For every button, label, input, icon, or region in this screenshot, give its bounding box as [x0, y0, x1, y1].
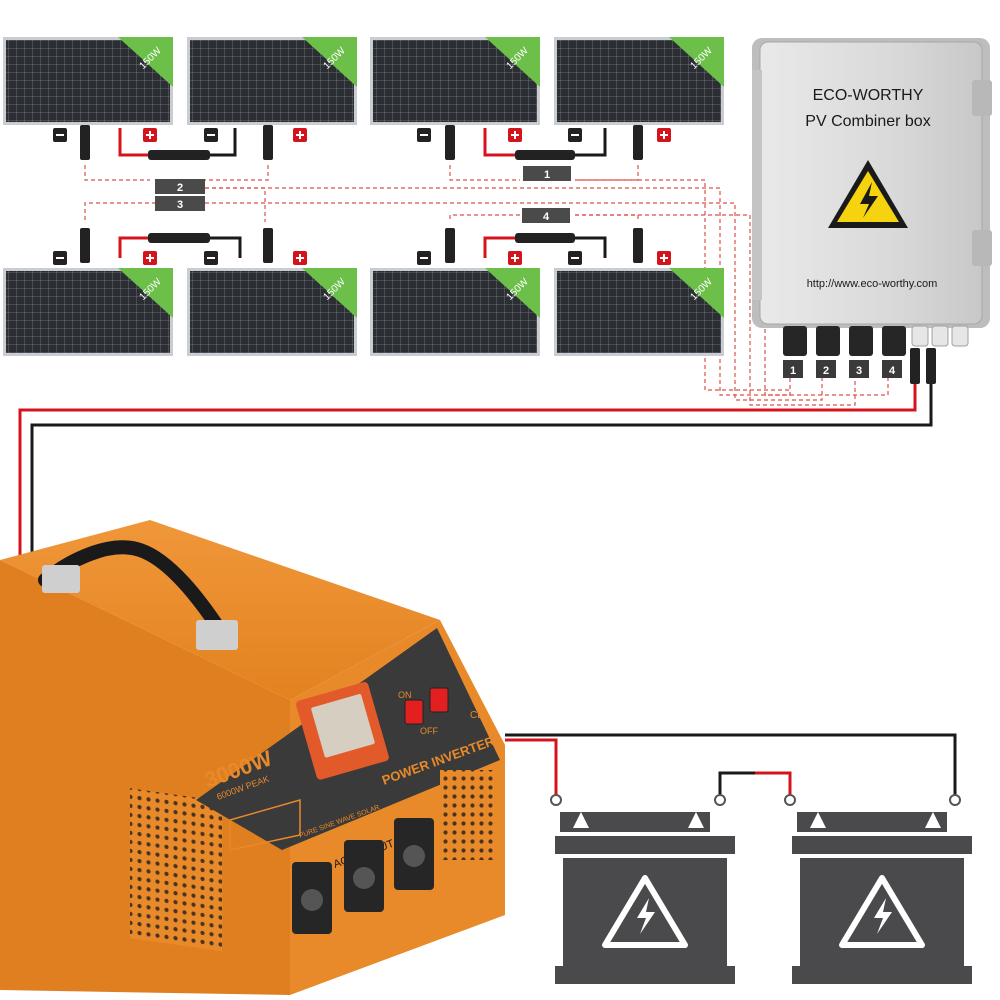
string-tag-3: 3: [155, 196, 205, 211]
mc4-connector: [515, 233, 575, 243]
negative-terminal-badge: [204, 251, 218, 265]
solar-panel: 150W: [554, 268, 724, 356]
handle-mount: [196, 620, 238, 650]
input-number: 4: [889, 365, 896, 377]
positive-terminal-badge: [143, 251, 157, 265]
combiner-input-port[interactable]: 1: [783, 326, 807, 378]
high-voltage-warning-icon: [828, 160, 908, 228]
negative-terminal-badge: [417, 251, 431, 265]
string-tag-2: 2: [155, 179, 205, 194]
mc4-connector: [515, 150, 575, 160]
svg-text:3: 3: [177, 199, 183, 211]
power-switch[interactable]: [429, 687, 449, 713]
inverter-top: [0, 520, 440, 700]
combiner-input-port[interactable]: 2: [816, 326, 840, 378]
positive-terminal-badge: [143, 128, 157, 142]
svg-text:4: 4: [543, 211, 550, 223]
mc4-connector: [148, 150, 210, 160]
ac-outlet[interactable]: [344, 840, 384, 912]
battery-cables: [505, 733, 961, 806]
combiner-brand: ECO-WORTHY: [813, 87, 924, 104]
positive-terminal-badge: [293, 128, 307, 142]
input-number: 1: [790, 365, 796, 377]
polarity-badges: [53, 128, 671, 265]
mc4-connector: [148, 233, 210, 243]
solar-panel: 150W: [370, 268, 540, 356]
negative-terminal-badge: [204, 128, 218, 142]
negative-terminal-badge: [53, 251, 67, 265]
negative-terminal-badge: [53, 128, 67, 142]
ce-mark: CE: [470, 710, 484, 721]
handle-mount: [42, 565, 80, 593]
combiner-url: http://www.eco-worthy.com: [807, 278, 938, 290]
cable-gland: [931, 325, 949, 347]
positive-terminal-badge: [657, 128, 671, 142]
series-links: [80, 125, 643, 263]
input-number: 2: [823, 365, 829, 377]
combiner-input-port[interactable]: 4: [882, 326, 906, 378]
switch-off-label: OFF: [420, 726, 438, 736]
box-hinge: [972, 80, 992, 116]
positive-terminal-badge: [508, 128, 522, 142]
combiner-name: PV Combiner box: [805, 113, 930, 130]
negative-terminal-badge: [417, 128, 431, 142]
switch-on-label: ON: [398, 690, 412, 700]
string-tag-4: 4: [522, 208, 570, 223]
electric-hazard-icon: [839, 875, 925, 948]
svg-text:1: 1: [544, 169, 550, 181]
front-vents: [440, 770, 495, 860]
battery: [792, 812, 972, 984]
string-tag-1: 1: [523, 166, 571, 181]
solar-panel: 150W: [3, 268, 173, 356]
combiner-input-ports: 1 2 3 4: [783, 326, 906, 378]
svg-text:2: 2: [177, 182, 183, 194]
ac-outlet[interactable]: [394, 818, 434, 890]
ac-outlet[interactable]: [292, 862, 332, 934]
positive-terminal-badge: [508, 251, 522, 265]
combiner-input-port[interactable]: 3: [849, 326, 873, 378]
solar-panel: 150W: [554, 37, 724, 125]
pv-combiner-box: ECO-WORTHY PV Combiner box http://www.ec…: [752, 38, 992, 378]
power-inverter: 3000W 6000W PEAK POWER INVERTER PURE SIN…: [0, 520, 505, 995]
solar-panel: 150W: [370, 37, 540, 125]
cable-gland: [951, 325, 969, 347]
solar-panel-graphic: [229, 799, 301, 851]
positive-terminal-badge: [657, 251, 671, 265]
box-hinge: [972, 230, 992, 266]
input-number: 3: [856, 365, 862, 377]
negative-terminal-badge: [568, 251, 582, 265]
cable-gland: [911, 325, 929, 347]
positive-terminal-badge: [293, 251, 307, 265]
power-switch[interactable]: [404, 699, 424, 725]
electric-hazard-icon: [602, 875, 688, 948]
pv-output-cable: [18, 348, 936, 560]
negative-terminal-badge: [568, 128, 582, 142]
battery-bank: [555, 812, 972, 984]
solar-panel: 150W: [3, 37, 173, 125]
carry-handle[interactable]: [38, 540, 227, 637]
battery: [555, 812, 735, 984]
side-vents: [130, 788, 222, 952]
solar-panel: 150W: [187, 268, 357, 356]
solar-panel: 150W: [187, 37, 357, 125]
